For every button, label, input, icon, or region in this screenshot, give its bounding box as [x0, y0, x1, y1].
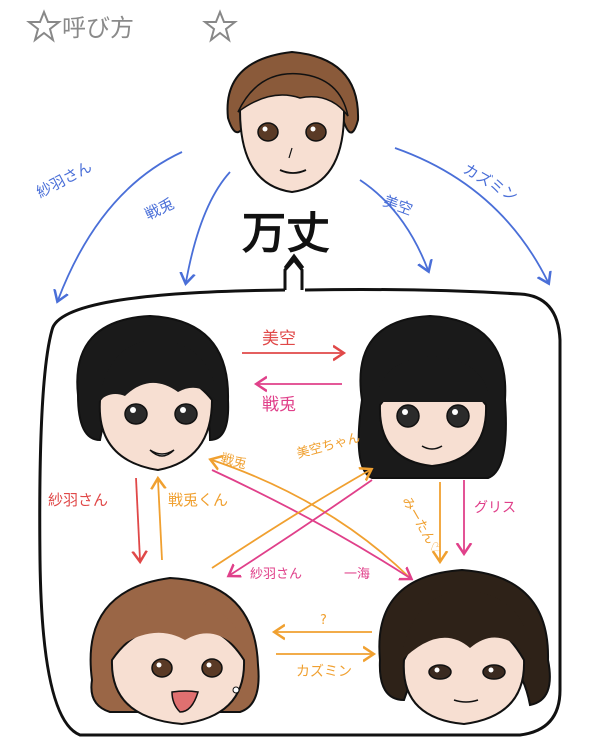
outline-arrow: [283, 257, 304, 290]
banjo-name: 万丈: [242, 208, 330, 259]
label-banjo-to-sento: 戦兎: [142, 195, 177, 224]
page-title: 呼び方: [62, 14, 134, 42]
label-kazumin-to-sento: 戦兎: [219, 451, 248, 472]
label-saha-to-misora: 美空ちゃん: [295, 431, 362, 462]
arrow-saha-sento: [158, 480, 162, 561]
label-sento-to-saha: 紗羽さん: [48, 491, 108, 509]
avatar-saha: [89, 576, 260, 726]
avatar-kazumin: [378, 568, 551, 726]
label-saha-to-kazumin: ?: [320, 613, 327, 628]
label-banjo-to-misora: 美空: [381, 192, 415, 219]
group-outline: [38, 288, 562, 737]
label-gentoku-to-misora: みーたん♡: [399, 495, 444, 558]
label-misora-to-saha: 紗羽さん: [250, 567, 302, 582]
label-banjo-to-kazumin: カズミン: [460, 160, 521, 206]
label-sento-to-kazumin: 一海: [344, 567, 370, 582]
label-misora-to-gentoku: グリス: [474, 500, 516, 516]
label-sento-to-misora: 美空: [262, 329, 296, 349]
arrow-sento-kazumin: [211, 469, 410, 578]
star-icon: [202, 9, 238, 43]
star-icon: [26, 9, 62, 43]
blue-arrows: [58, 147, 548, 300]
arrow-misora-saha: [230, 479, 373, 575]
arrow-saha-misora: [211, 470, 370, 569]
arrow-kazumin-sento: [212, 460, 411, 579]
avatar-sento: [76, 314, 230, 472]
header: 呼び方: [26, 9, 238, 43]
label-kazumin-to-saha: カズミン: [296, 664, 352, 680]
avatar-banjo: [226, 50, 360, 194]
label-misora-to-sento: 戦兎: [262, 395, 296, 415]
label-saha-to-sento: 戦兎くん: [168, 491, 228, 509]
arrow-sento-saha: [136, 477, 140, 560]
label-banjo-to-saha: 紗羽さん: [33, 157, 94, 201]
avatar-misora: [357, 314, 507, 479]
